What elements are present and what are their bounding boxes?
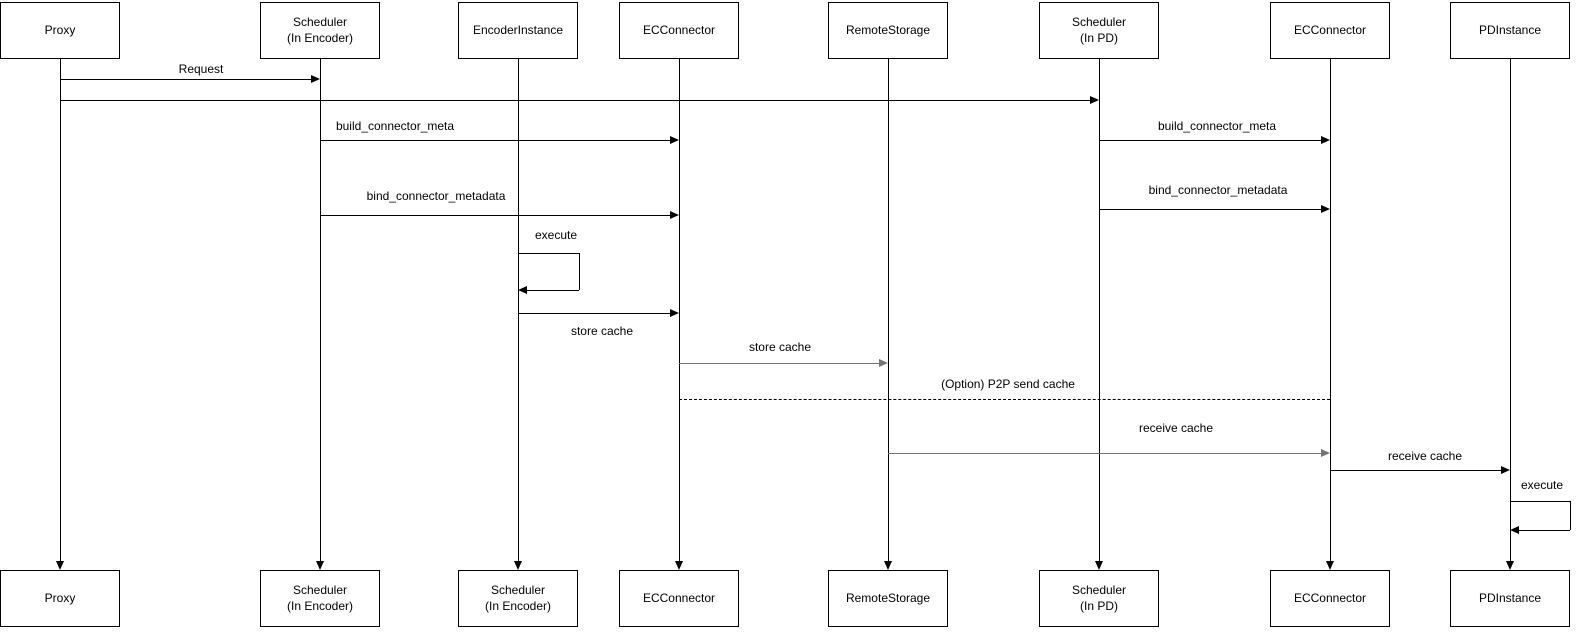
message-label-execute-pd: execute: [1520, 478, 1564, 492]
lifeline-pd-instance: [1510, 59, 1511, 561]
actor-top-box-encoder-instance: EncoderInstance: [458, 2, 578, 59]
message-arrowhead-bind-connector-metadata-encoder: [670, 211, 679, 219]
lifeline-arrowhead-remote-storage: [884, 561, 892, 570]
lifeline-arrowhead-pd-instance: [1506, 561, 1514, 570]
lifeline-scheduler-encoder: [320, 59, 321, 561]
message-label-receive-cache-remote: receive cache: [1138, 421, 1214, 435]
lifeline-arrowhead-proxy: [56, 561, 64, 570]
message-line-encoder-store-cache: [518, 313, 677, 314]
message-line-bind-connector-metadata-encoder: [320, 215, 677, 216]
actor-top-box-proxy: Proxy: [0, 2, 120, 59]
actor-top-box-scheduler-encoder: Scheduler (In Encoder): [260, 2, 380, 59]
message-label-build-connector-meta-encoder: build_connector_meta: [335, 119, 455, 133]
actor-bottom-box-ec-connector-pd: ECConnector: [1270, 570, 1390, 627]
lifeline-proxy: [60, 59, 61, 561]
lifeline-ec-connector-encoder: [679, 59, 680, 561]
lifeline-ec-connector-pd: [1330, 59, 1331, 561]
actor-top-box-ec-connector-encoder: ECConnector: [619, 2, 739, 59]
lifeline-arrowhead-ec-connector-pd: [1326, 561, 1334, 570]
actor-top-box-ec-connector-pd: ECConnector: [1270, 2, 1390, 59]
message-label-encoder-store-cache: store cache: [570, 324, 634, 338]
lifeline-remote-storage: [888, 59, 889, 561]
message-arrowhead-bind-connector-metadata-pd: [1321, 205, 1330, 213]
message-line-bottom-execute-pd: [1518, 530, 1570, 531]
message-line-receive-cache-pd: [1330, 470, 1508, 471]
message-arrowhead-execute-encoder: [518, 286, 527, 294]
message-arrowhead-receive-cache-pd: [1501, 466, 1510, 474]
message-label-bind-connector-metadata-pd: bind_connector_metadata: [1148, 183, 1288, 197]
message-label-execute-encoder: execute: [534, 228, 578, 242]
actor-bottom-box-pd-instance: PDInstance: [1450, 570, 1570, 627]
lifeline-encoder-instance: [518, 59, 519, 561]
lifeline-arrowhead-encoder-instance: [514, 561, 522, 570]
message-arrowhead-proxy-to-scheduler-pd: [1090, 96, 1099, 104]
message-line-store-cache-remote: [679, 363, 886, 364]
actor-bottom-box-proxy: Proxy: [0, 570, 120, 627]
actor-bottom-box-encoder-instance: Scheduler (In Encoder): [458, 570, 578, 627]
actor-top-box-remote-storage: RemoteStorage: [828, 2, 948, 59]
message-arrowhead-request: [311, 75, 320, 83]
message-arrowhead-execute-pd: [1510, 526, 1519, 534]
lifeline-scheduler-pd: [1099, 59, 1100, 561]
message-label-bind-connector-metadata-encoder: bind_connector_metadata: [366, 189, 506, 203]
message-label-build-connector-meta-pd: build_connector_meta: [1157, 119, 1277, 133]
actor-top-box-pd-instance: PDInstance: [1450, 2, 1570, 59]
message-line-side-execute-encoder: [579, 253, 580, 290]
actor-bottom-box-scheduler-encoder: Scheduler (In Encoder): [260, 570, 380, 627]
message-label-request: Request: [178, 62, 224, 76]
message-line-build-connector-meta-encoder: [320, 140, 677, 141]
message-line-bind-connector-metadata-pd: [1099, 209, 1328, 210]
message-line-p2p-send-cache: [679, 399, 1330, 400]
actor-top-box-scheduler-pd: Scheduler (In PD): [1039, 2, 1159, 59]
actor-bottom-box-ec-connector-encoder: ECConnector: [619, 570, 739, 627]
message-line-bottom-execute-encoder: [526, 290, 579, 291]
actor-bottom-box-scheduler-pd: Scheduler (In PD): [1039, 570, 1159, 627]
message-line-receive-cache-remote: [888, 453, 1328, 454]
lifeline-arrowhead-scheduler-pd: [1095, 561, 1103, 570]
message-label-store-cache-remote: store cache: [748, 340, 812, 354]
message-line-request: [60, 79, 318, 80]
lifeline-arrowhead-ec-connector-encoder: [675, 561, 683, 570]
message-arrowhead-receive-cache-remote: [1321, 449, 1330, 457]
message-line-build-connector-meta-pd: [1099, 140, 1328, 141]
message-line-top-execute-pd: [1510, 501, 1570, 502]
message-line-side-execute-pd: [1570, 501, 1571, 530]
message-arrowhead-store-cache-remote: [879, 359, 888, 367]
message-label-receive-cache-pd: receive cache: [1387, 449, 1463, 463]
lifeline-arrowhead-scheduler-encoder: [316, 561, 324, 570]
message-line-proxy-to-scheduler-pd: [60, 100, 1097, 101]
message-label-p2p-send-cache: (Option) P2P send cache: [941, 377, 1075, 391]
message-arrowhead-build-connector-meta-encoder: [670, 136, 679, 144]
actor-bottom-box-remote-storage: RemoteStorage: [828, 570, 948, 627]
message-line-top-execute-encoder: [518, 253, 579, 254]
message-arrowhead-encoder-store-cache: [670, 309, 679, 317]
message-arrowhead-build-connector-meta-pd: [1321, 136, 1330, 144]
